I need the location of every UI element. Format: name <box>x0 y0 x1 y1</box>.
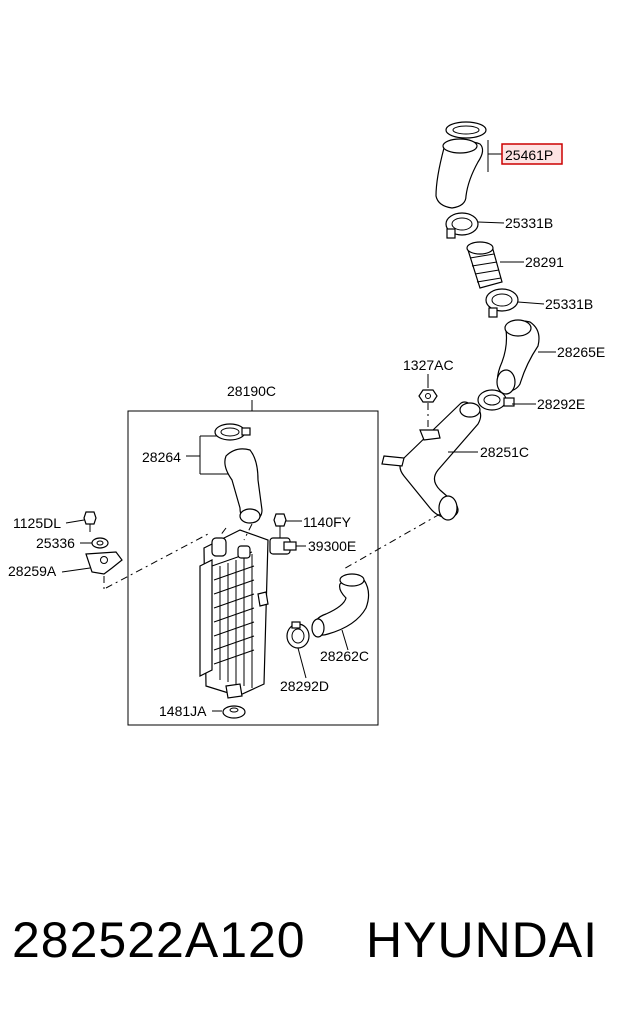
clamp-28264[interactable] <box>214 423 251 441</box>
bolt-1140FY[interactable] <box>273 513 287 540</box>
label-25336[interactable]: 25336 <box>36 535 75 551</box>
label-28251C[interactable]: 28251C <box>480 444 529 460</box>
nut-1327AC[interactable] <box>418 389 438 403</box>
highlight-box-25461P <box>501 143 563 165</box>
label-28190C[interactable]: 28190C <box>227 383 276 399</box>
label-28264[interactable]: 28264 <box>142 449 181 465</box>
clamp-28292D[interactable] <box>286 621 310 649</box>
label-1481JA[interactable]: 1481JA <box>159 703 207 719</box>
label-25331B-top[interactable]: 25331B <box>505 215 553 231</box>
label-25461P[interactable]: 25461P <box>505 147 553 163</box>
label-28262C[interactable]: 28262C <box>320 648 369 664</box>
sensor-39300E[interactable] <box>269 537 297 555</box>
clamp-25331B-top[interactable] <box>445 212 479 239</box>
brand-name: HYUNDAI <box>366 912 599 968</box>
label-28292E[interactable]: 28292E <box>537 396 585 412</box>
label-28292D[interactable]: 28292D <box>280 678 329 694</box>
hose-28264[interactable] <box>224 448 263 524</box>
label-1327AC[interactable]: 1327AC <box>403 357 454 373</box>
footer: 282522A120 HYUNDAI <box>0 900 620 990</box>
assembly-box-28190C <box>127 410 379 726</box>
label-1140FY[interactable]: 1140FY <box>303 514 352 530</box>
clamp-25331B-bottom[interactable] <box>485 288 519 318</box>
label-1125DL[interactable]: 1125DL <box>13 515 61 531</box>
connector-28291[interactable] <box>466 241 503 289</box>
label-39300E[interactable]: 39300E <box>308 538 356 554</box>
label-25331B-bottom[interactable]: 25331B <box>545 296 593 312</box>
label-28265E[interactable]: 28265E <box>557 344 605 360</box>
part-number: 282522A120 <box>12 912 306 968</box>
grommet-25336[interactable] <box>91 537 109 549</box>
intercooler-core[interactable] <box>199 529 269 699</box>
hose-25461P[interactable] <box>435 121 487 209</box>
bracket-28259A[interactable] <box>85 551 123 575</box>
pipe-28251C[interactable] <box>381 401 482 521</box>
nut-1481JA[interactable] <box>222 705 246 719</box>
clamp-28292E[interactable] <box>477 389 515 411</box>
hose-28265E[interactable] <box>496 319 540 395</box>
hose-28262C[interactable] <box>311 573 370 638</box>
parts-diagram: 25461P 25331B 28291 25331B 28265E 1327AC <box>8 121 605 726</box>
label-28259A[interactable]: 28259A <box>8 563 57 579</box>
label-28291[interactable]: 28291 <box>525 254 564 270</box>
bolt-1125DL[interactable] <box>83 511 97 532</box>
